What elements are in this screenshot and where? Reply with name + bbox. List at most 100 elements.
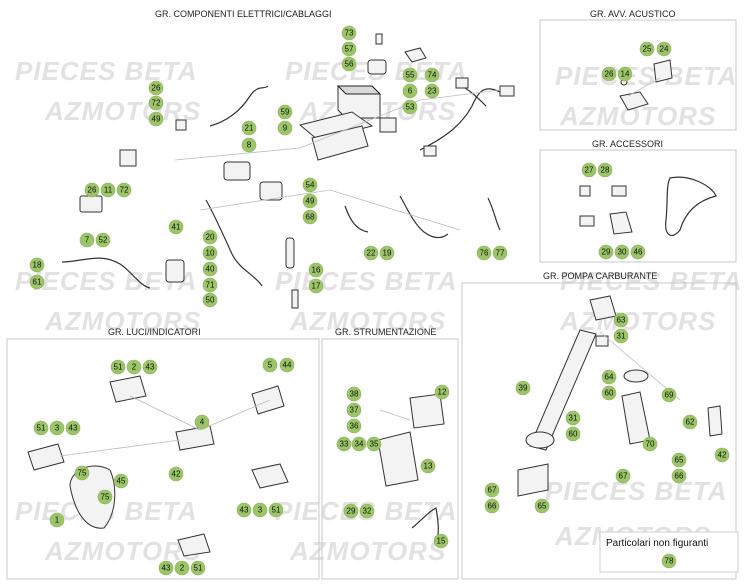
clamp-b xyxy=(611,185,627,197)
badge-number: 75 xyxy=(101,493,110,502)
ignition-coil xyxy=(165,259,185,283)
badge-circle xyxy=(534,498,550,514)
badge-number: 64 xyxy=(605,373,614,382)
badge-number: 55 xyxy=(406,71,415,80)
part-badge: 10 xyxy=(202,245,218,261)
part-badge: 62 xyxy=(682,414,698,430)
part-badge: 67 xyxy=(484,482,500,498)
cable-ground xyxy=(209,85,269,127)
badge-number: 10 xyxy=(206,249,215,258)
badge-circle xyxy=(613,328,629,344)
part-badge: 22 xyxy=(363,245,379,261)
badge-number: 49 xyxy=(152,115,161,124)
pump-flange xyxy=(517,463,549,497)
part-badge: 46 xyxy=(630,244,646,260)
pump-ring xyxy=(525,431,555,449)
badge-number: 34 xyxy=(355,440,364,449)
harness-sensor xyxy=(344,205,369,233)
part-badge: 18 xyxy=(29,257,45,273)
part-badge: 28 xyxy=(597,162,613,178)
badge-number: 36 xyxy=(350,422,359,431)
part-badge: 52 xyxy=(95,232,111,248)
badge-circle xyxy=(639,41,655,57)
harness-left xyxy=(61,257,151,289)
leader-line xyxy=(59,439,181,457)
badge-number: 24 xyxy=(660,45,669,54)
speedo-cable xyxy=(411,507,439,545)
o-ring xyxy=(623,369,649,383)
badge-circle xyxy=(33,420,49,436)
part-badge: 42 xyxy=(168,466,184,482)
part-badge: 50 xyxy=(202,292,218,308)
part-badge: 5 xyxy=(262,357,278,373)
watermark-line1: PIECES BETA xyxy=(15,56,197,86)
title-accessori: GR. ACCESSORI xyxy=(592,139,663,149)
badge-circle xyxy=(236,502,252,518)
acustico-drawing xyxy=(619,59,673,111)
part-badge: 9 xyxy=(277,120,293,136)
badge-circle xyxy=(97,489,113,505)
part-badge: 26 xyxy=(84,182,100,198)
badge-circle xyxy=(601,369,617,385)
badge-number: 50 xyxy=(206,296,215,305)
watermark-line1: PIECES BETA xyxy=(560,266,742,296)
watermark-group: PIECES BETA AZMOTORS PIECES BETA AZMOTOR… xyxy=(15,56,742,566)
badge-number: 35 xyxy=(370,440,379,449)
part-badge: 41 xyxy=(168,219,184,235)
badge-number: 51 xyxy=(194,564,203,573)
part-badge: 15 xyxy=(433,533,449,549)
leader-line xyxy=(174,89,501,161)
harness-sub xyxy=(399,195,449,239)
part-badge: 51 xyxy=(33,420,49,436)
badge-number: 76 xyxy=(480,249,489,258)
badge-number: 15 xyxy=(437,537,446,546)
badge-number: 75 xyxy=(78,469,87,478)
badge-number: 25 xyxy=(643,45,652,54)
luci-drawing xyxy=(27,375,289,557)
clip-a xyxy=(579,215,595,227)
badge-circle xyxy=(113,473,129,489)
harness-main xyxy=(419,88,501,151)
part-badge: 2 xyxy=(174,560,190,576)
badge-circle xyxy=(671,468,687,484)
badge-number: 67 xyxy=(488,486,497,495)
part-badge: 26 xyxy=(148,80,164,96)
frame-luci xyxy=(6,338,320,580)
badge-circle xyxy=(302,193,318,209)
badge-number: 63 xyxy=(617,316,626,325)
badge-circle xyxy=(601,385,617,401)
badge-number: 17 xyxy=(312,282,321,291)
badge-circle xyxy=(346,402,362,418)
turn-signal-front-right xyxy=(251,463,289,489)
part-badge: 67 xyxy=(615,468,631,484)
badge-number: 46 xyxy=(634,248,643,257)
badge-number: 44 xyxy=(283,361,292,370)
part-badge: 7 xyxy=(79,232,95,248)
badge-circle xyxy=(148,80,164,96)
badge-circle xyxy=(308,262,324,278)
part-badge: 45 xyxy=(113,473,129,489)
note-label: Particolari non figuranti xyxy=(606,538,708,549)
part-badge: 74 xyxy=(424,67,440,83)
badge-number: 61 xyxy=(33,278,42,287)
terminal-cover xyxy=(367,59,387,75)
badge-circle xyxy=(202,261,218,277)
ht-cable xyxy=(205,199,263,287)
badge-number: 5 xyxy=(268,361,273,370)
badge-number: 42 xyxy=(718,451,727,460)
badge-number: 65 xyxy=(538,502,547,511)
badge-circle xyxy=(366,436,382,452)
part-badge: 60 xyxy=(601,385,617,401)
part-badge: 66 xyxy=(671,468,687,484)
part-badge: 66 xyxy=(484,498,500,514)
badge-circle xyxy=(617,66,633,82)
badge-number: 70 xyxy=(646,440,655,449)
badge-circle xyxy=(363,245,379,261)
part-badge: 53 xyxy=(402,99,418,115)
badge-number: 4 xyxy=(200,418,205,427)
part-badge: 11 xyxy=(100,182,116,198)
part-badge: 43 xyxy=(142,359,158,375)
badge-number: 12 xyxy=(438,388,447,397)
badge-circle xyxy=(379,245,395,261)
badge-circle xyxy=(190,560,206,576)
